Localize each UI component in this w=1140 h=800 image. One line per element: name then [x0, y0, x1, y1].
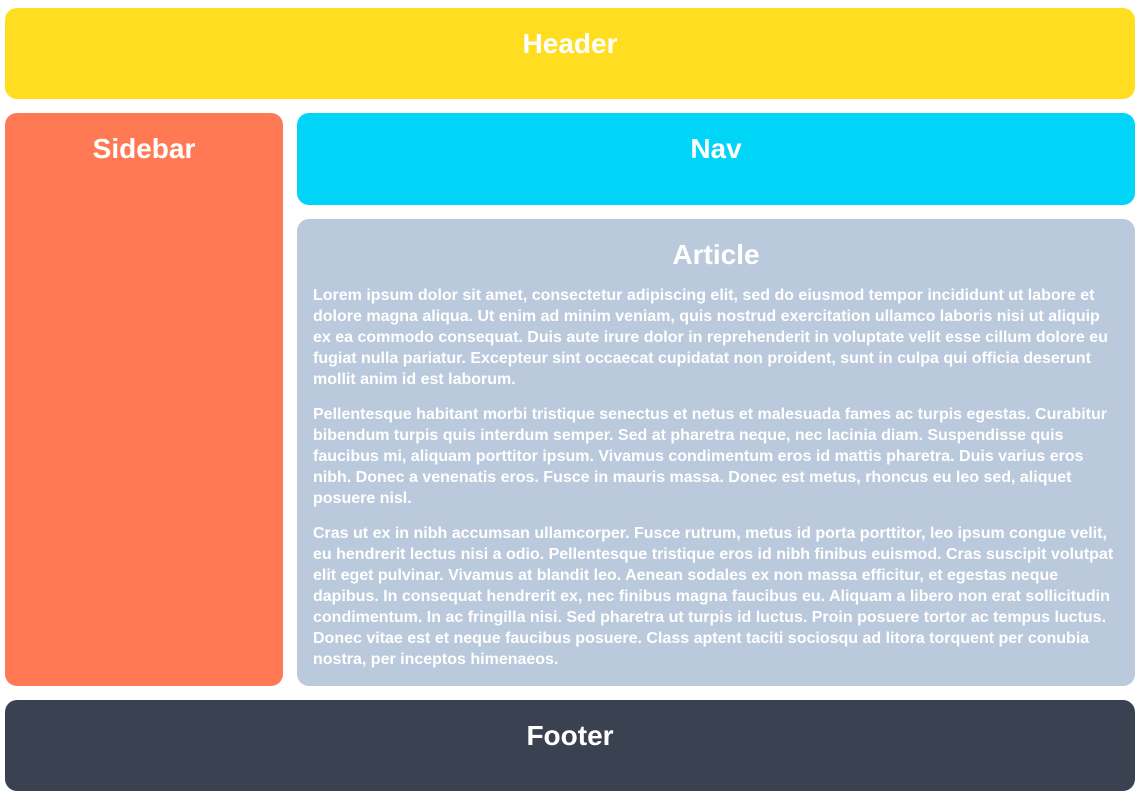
header-title: Header	[522, 28, 618, 59]
footer-title: Footer	[526, 720, 614, 751]
article-paragraph: Lorem ipsum dolor sit amet, consectetur …	[313, 287, 1108, 389]
footer-section: Footer	[5, 700, 1135, 791]
article-paragraph: Cras ut ex in nibh accumsan ullamcorper.…	[313, 525, 1114, 669]
sidebar-title: Sidebar	[92, 133, 196, 164]
sidebar-section: Sidebar	[5, 113, 283, 686]
nav-title: Nav	[690, 133, 742, 164]
nav-section: Nav	[297, 113, 1135, 205]
header-section: Header	[5, 8, 1135, 99]
article-title: Article	[672, 239, 760, 270]
article-section: Article Lorem ipsum dolor sit amet, cons…	[297, 219, 1135, 686]
article-paragraph: Pellentesque habitant morbi tristique se…	[313, 406, 1108, 508]
